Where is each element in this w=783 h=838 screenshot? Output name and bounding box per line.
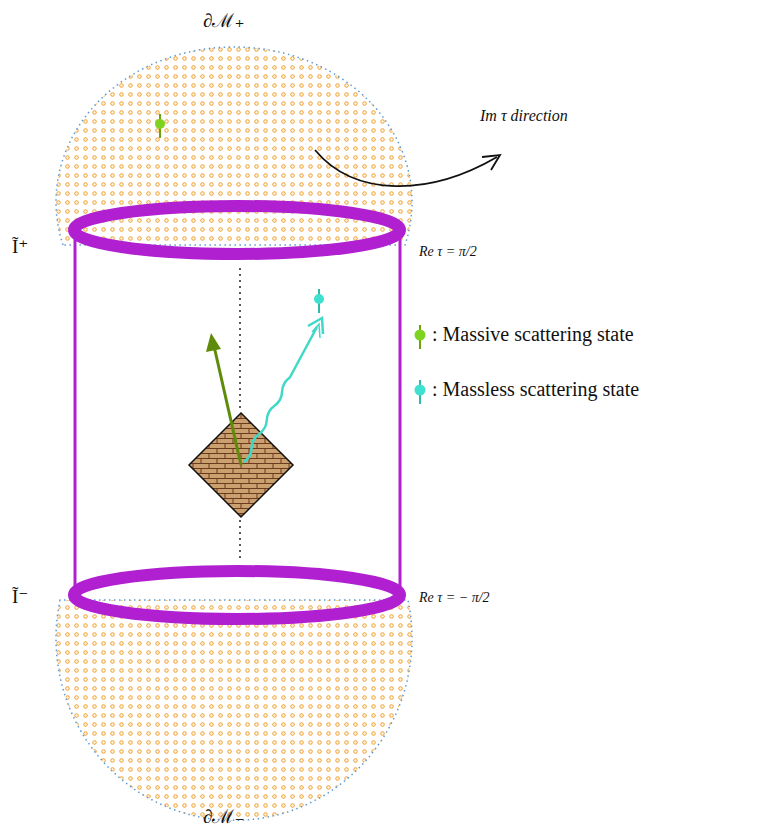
legend-pin [415,380,426,404]
cylinder-side [399,230,402,595]
past-ring [74,571,400,619]
massive-pin [155,114,165,138]
massless-arrow [244,318,323,462]
pointer-arrow [315,150,500,186]
future-ring [74,206,400,254]
legend-pin [415,325,426,349]
time-label: Re τ = π/2 [419,244,477,261]
massless-pin [314,289,324,313]
cylinder-side [74,230,77,595]
legend-text: : Massless scattering state [432,377,639,401]
direction-label: Im τ direction [480,106,568,125]
infinity-label: Ĩ⁻ [12,586,28,609]
boundary-label: ∂ℳ₋ [203,806,244,829]
time-label: Re τ = − π/2 [419,590,490,607]
legend-text: : Massive scattering state [432,322,634,346]
infinity-label: Ĩ⁺ [12,236,28,259]
axis-line [239,520,241,562]
lower-region [56,600,412,820]
massive-arrow [206,333,241,465]
axis-line [239,268,241,410]
boundary-label: ∂ℳ₊ [203,10,244,33]
